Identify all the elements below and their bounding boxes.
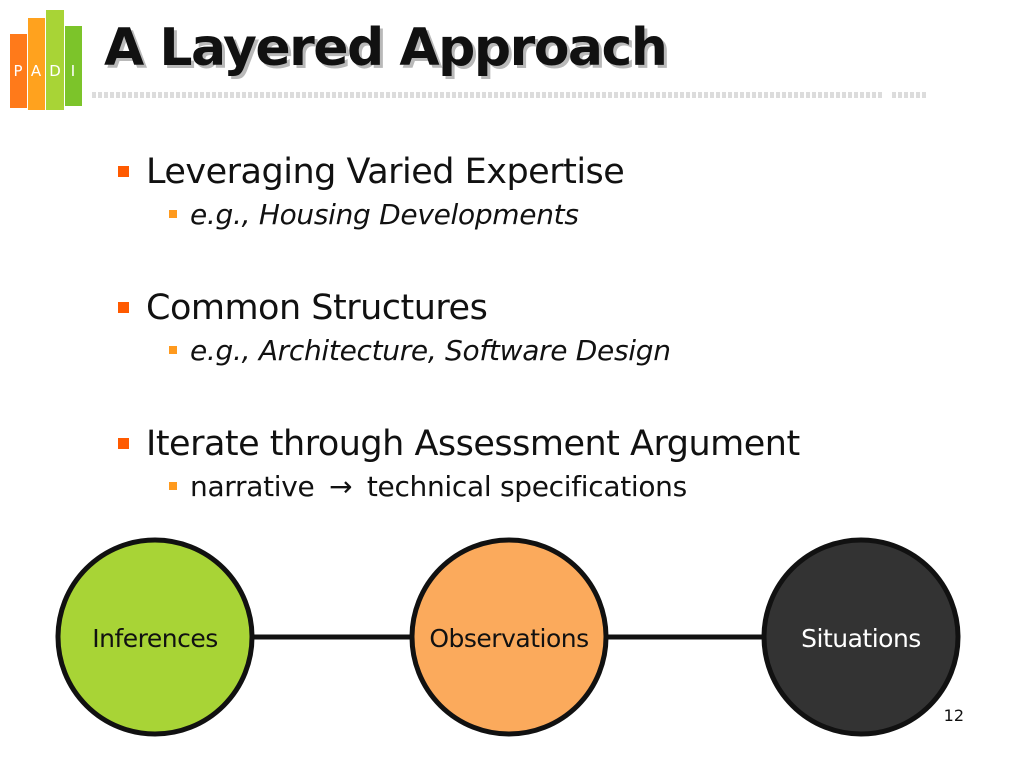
padi-logo: P A D I	[10, 10, 82, 110]
sub-bullet-prefix: e.g.,	[190, 198, 259, 231]
bullet-square-icon	[169, 346, 177, 354]
sub-bullet-prefix: narrative	[190, 470, 315, 503]
node-observations: Observations	[409, 537, 609, 737]
node-situations: Situations	[761, 537, 961, 737]
bullet-text: Leveraging Varied Expertise	[146, 152, 625, 192]
bullet-list: Leveraging Varied Expertise e.g., Housin…	[116, 152, 996, 510]
arrow-right-icon: →	[329, 470, 353, 503]
node-label: Observations	[429, 624, 588, 653]
node-label: Inferences	[92, 624, 218, 653]
title-divider	[92, 92, 927, 98]
logo-letter: P	[13, 62, 22, 80]
node-label: Situations	[801, 624, 921, 653]
bullet-square-icon	[118, 438, 129, 449]
bullet-square-icon	[118, 166, 129, 177]
sub-bullet-item: narrative → technical specifications	[116, 470, 996, 510]
bullet-item: Leveraging Varied Expertise	[116, 152, 996, 198]
node-inferences: Inferences	[55, 537, 255, 737]
bullet-item: Iterate through Assessment Argument	[116, 424, 996, 470]
sub-bullet-item: e.g., Architecture, Software Design	[116, 334, 996, 374]
bullet-square-icon	[169, 482, 177, 490]
logo-letter: I	[71, 62, 75, 80]
layer-diagram: Inferences Observations Situations	[55, 537, 961, 737]
bullet-square-icon	[169, 210, 177, 218]
page-number: 12	[943, 706, 964, 725]
bullet-square-icon	[118, 302, 129, 313]
slide-title: A Layered Approach	[104, 18, 668, 78]
sub-bullet-prefix: e.g.,	[190, 334, 259, 367]
logo-letter: A	[31, 62, 42, 80]
bullet-item: Common Structures	[116, 288, 996, 334]
logo-letter: D	[49, 62, 61, 80]
bullet-text: Common Structures	[146, 288, 488, 328]
bullet-text: Iterate through Assessment Argument	[146, 424, 800, 464]
sub-bullet-item: e.g., Housing Developments	[116, 198, 996, 238]
sub-bullet-text: Housing Developments	[258, 198, 579, 231]
sub-bullet-text: Architecture, Software Design	[258, 334, 671, 367]
sub-bullet-text: technical specifications	[366, 470, 687, 503]
